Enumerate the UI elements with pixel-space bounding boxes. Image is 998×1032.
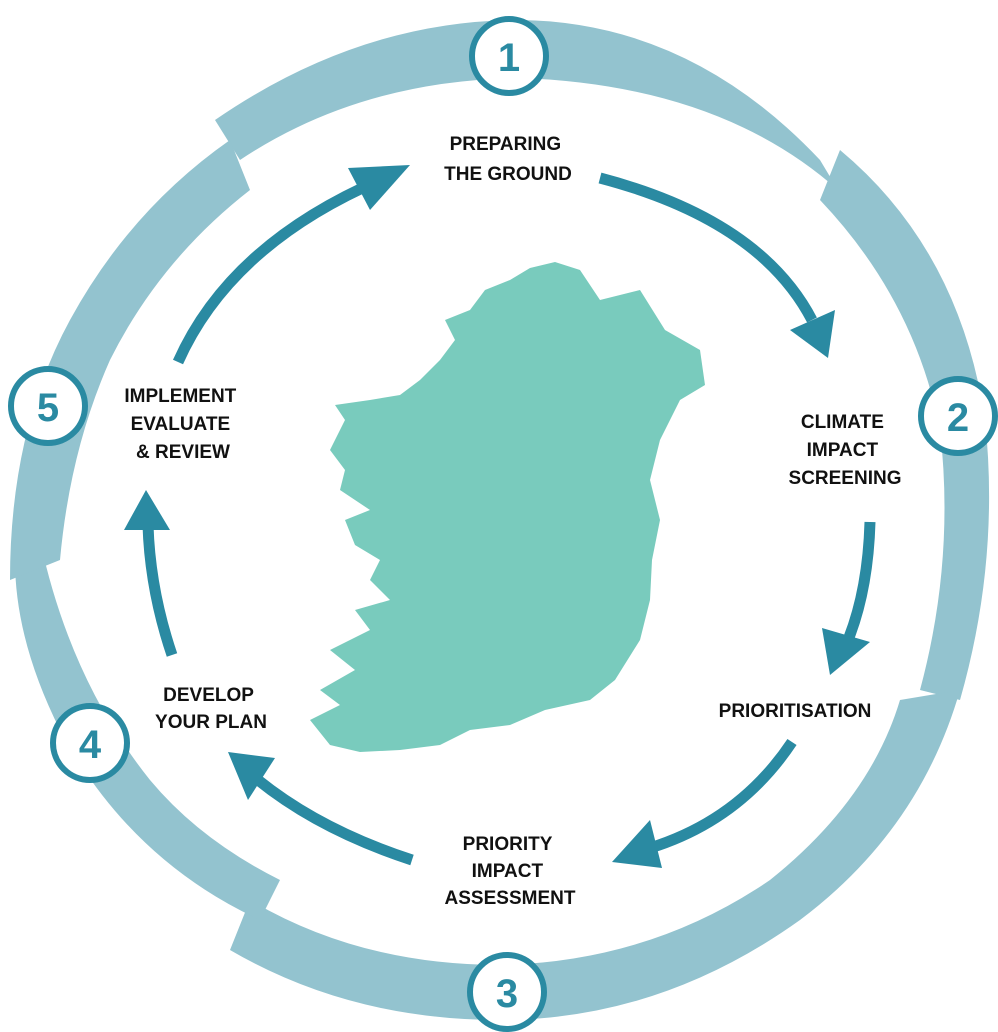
step-1-line-2: THE GROUND xyxy=(444,164,572,185)
badge-5-number: 5 xyxy=(37,386,59,430)
arrow-step-3-to-4 xyxy=(612,738,797,868)
arrow-step-5-to-6-shaft xyxy=(142,524,178,657)
arrow-step-2-to-3-shaft xyxy=(842,521,876,643)
outer-ring-segment-2 xyxy=(820,150,990,700)
step-4-line-1: PRIORITY xyxy=(463,834,553,855)
outer-ring-segment-3 xyxy=(230,690,960,1020)
step-6-line-1: IMPLEMENT xyxy=(124,386,236,407)
arrow-step-4-to-5-head xyxy=(228,752,275,800)
arrow-step-6-to-1 xyxy=(172,165,410,365)
step-6-label: IMPLEMENT EVALUATE & REVIEW xyxy=(124,386,241,463)
inner-arrows xyxy=(124,165,876,868)
badge-5: 5 xyxy=(8,366,88,446)
step-6-line-3: & REVIEW xyxy=(136,442,230,463)
badge-4: 4 xyxy=(50,703,130,783)
badge-1: 1 xyxy=(469,16,549,96)
step-1-label: PREPARING THE GROUND xyxy=(444,134,572,185)
step-5-line-1: DEVELOP xyxy=(163,685,254,706)
arrow-step-2-to-3 xyxy=(822,521,876,675)
step-4-line-3: ASSESSMENT xyxy=(445,888,576,909)
arrow-step-4-to-5-shaft xyxy=(254,775,414,866)
step-2-line-2: IMPACT xyxy=(807,440,879,461)
badge-3: 3 xyxy=(467,952,547,1032)
step-2-label: CLIMATE IMPACT SCREENING xyxy=(789,412,902,489)
badges: 1 2 3 4 5 xyxy=(8,16,998,1032)
step-2-line-1: CLIMATE xyxy=(801,412,884,433)
arrow-step-6-to-1-head xyxy=(348,165,410,210)
arrow-step-1-to-2-head xyxy=(790,310,835,358)
arrow-step-6-to-1-shaft xyxy=(172,174,383,365)
badge-1-number: 1 xyxy=(498,36,520,80)
step-4-line-2: IMPACT xyxy=(472,861,544,882)
badge-2-number: 2 xyxy=(947,396,969,440)
arrow-step-5-to-6 xyxy=(124,490,178,657)
arrow-step-1-to-2 xyxy=(598,172,835,358)
arrow-step-2-to-3-head xyxy=(822,628,870,675)
step-2-line-3: SCREENING xyxy=(789,468,902,489)
step-5-label: DEVELOP YOUR PLAN xyxy=(155,685,267,733)
outer-ring-segment-5 xyxy=(10,140,250,580)
arrow-step-3-to-4-shaft xyxy=(648,738,797,854)
arrow-step-1-to-2-shaft xyxy=(598,172,817,323)
badge-4-number: 4 xyxy=(79,723,102,767)
step-4-label: PRIORITY IMPACT ASSESSMENT xyxy=(445,834,576,909)
ireland-map-icon xyxy=(310,262,705,752)
arrow-step-4-to-5 xyxy=(228,752,414,866)
arrow-step-3-to-4-head xyxy=(612,820,662,868)
step-1-line-1: PREPARING xyxy=(450,134,562,155)
badge-3-number: 3 xyxy=(496,972,518,1016)
step-6-line-2: EVALUATE xyxy=(131,414,231,435)
arrow-step-5-to-6-head xyxy=(124,490,170,530)
step-3-label: PRIORITISATION xyxy=(719,701,872,722)
outer-ring-segment-1 xyxy=(215,20,838,190)
step-labels: PREPARING THE GROUND CLIMATE IMPACT SCRE… xyxy=(124,134,901,909)
step-3-line-1: PRIORITISATION xyxy=(719,701,872,722)
badge-2: 2 xyxy=(918,376,998,456)
step-5-line-2: YOUR PLAN xyxy=(155,712,267,733)
